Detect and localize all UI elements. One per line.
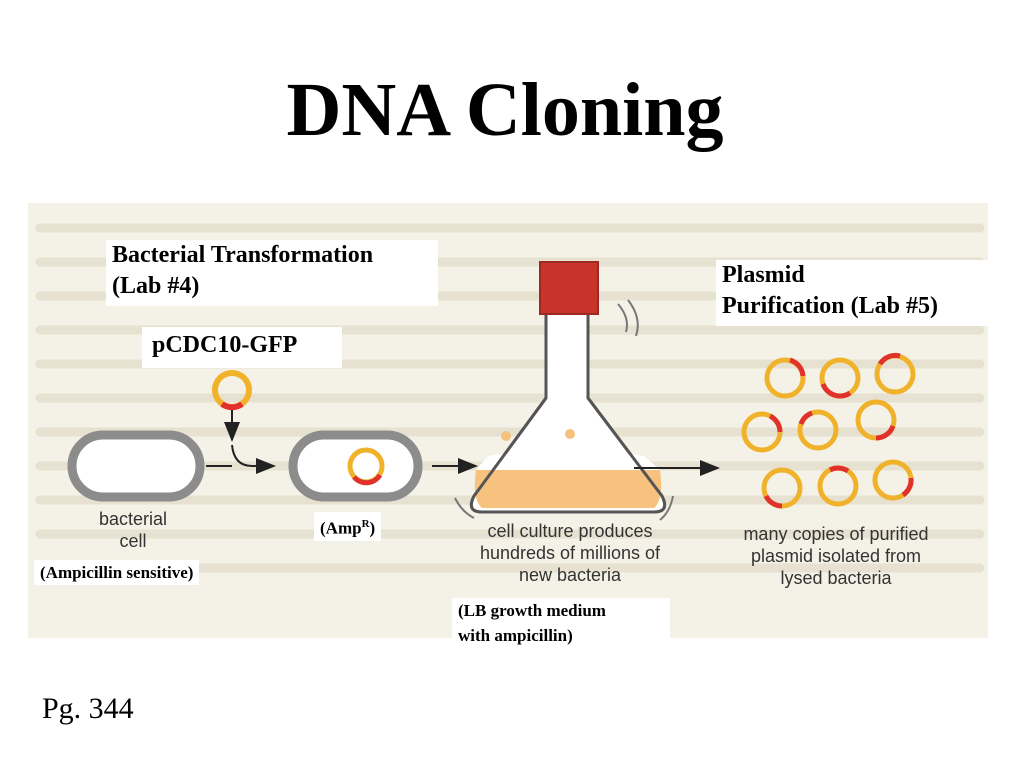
transformation-arrow: [206, 410, 276, 474]
bacterial-cell-caption: bacterial cell: [80, 508, 186, 552]
amp-superscript: R: [361, 518, 370, 530]
transformation-label-line2: (Lab #4): [112, 273, 200, 299]
plasmid-icon: [741, 411, 783, 453]
plasmid-icon: [764, 357, 806, 399]
plasmid-icon: [819, 357, 861, 399]
amp-suffix: ): [369, 518, 376, 538]
page-reference: Pg. 344: [42, 692, 134, 725]
slide-title: DNA Cloning: [286, 68, 724, 152]
culture-caption-line3: new bacteria: [518, 565, 622, 585]
culture-caption: cell culture produces hundreds of millio…: [448, 520, 692, 586]
plasmid-icon: [797, 409, 839, 451]
free-plasmid-icon: [212, 370, 252, 411]
purified-plasmids-group: [741, 352, 916, 509]
copies-caption-line1: many copies of purified: [743, 524, 929, 544]
transformation-label: Bacterial Transformation (Lab #4): [106, 240, 438, 306]
medium-label-line2: with ampicillin): [458, 626, 573, 645]
transformation-label-line1: Bacterial Transformation: [112, 242, 374, 268]
plasmid-icon: [872, 459, 914, 501]
amp-resistance-label: (AmpR): [314, 512, 382, 541]
transformed-cell-icon: [288, 430, 423, 502]
plasmid-name-text: pCDC10-GFP: [152, 332, 298, 358]
plasmid-icon: [874, 352, 916, 395]
amp-prefix: (Amp: [320, 518, 362, 538]
medium-label-line1: (LB growth medium: [458, 601, 606, 620]
culture-caption-line2: hundreds of millions of: [479, 543, 661, 563]
copies-caption: many copies of purified plasmid isolated…: [712, 523, 960, 589]
culture-flask-icon: [454, 261, 674, 521]
copies-caption-line3: lysed bacteria: [780, 568, 892, 588]
culture-caption-line1: cell culture produces: [487, 521, 653, 541]
ampicillin-sensitive-text: (Ampicillin sensitive): [40, 563, 194, 582]
purification-label: Plasmid Purification (Lab #5): [716, 260, 988, 326]
bacterial-cell-caption-line2: cell: [119, 531, 147, 551]
purification-label-line2: Purification (Lab #5): [722, 293, 938, 319]
copies-caption-line2: plasmid isolated from: [750, 546, 922, 566]
bacterial-cell-caption-line1: bacterial: [98, 509, 168, 529]
plasmid-icon: [761, 467, 803, 509]
plasmid-name-label: pCDC10-GFP: [142, 327, 342, 368]
ampicillin-sensitive-label: (Ampicillin sensitive): [34, 560, 200, 585]
bacterial-cell-icon: [67, 430, 205, 502]
purification-label-line1: Plasmid: [722, 262, 805, 288]
plasmid-icon: [817, 465, 859, 507]
plasmid-icon: [855, 399, 897, 441]
medium-label: (LB growth medium with ampicillin): [452, 598, 670, 650]
